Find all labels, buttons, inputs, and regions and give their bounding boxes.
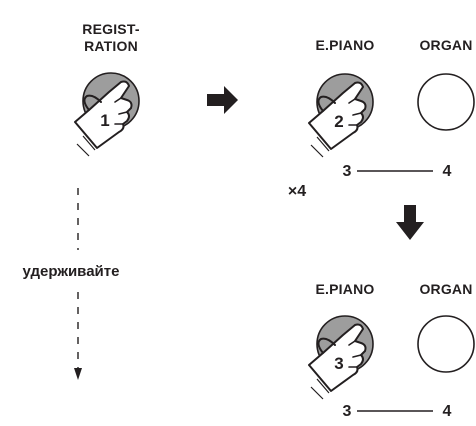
arrow-down-icon (396, 205, 424, 240)
step-number-1: 1 (100, 111, 109, 130)
pointing-hand-icon: 1 (74, 80, 133, 157)
pointing-hand-icon: 3 (308, 323, 367, 400)
bottom-button-pair: E.PIANO ORGAN 3 3 4 (308, 281, 475, 420)
repeat-count: ×4 (288, 183, 306, 200)
pointing-hand-icon: 2 (308, 81, 367, 158)
range-bottom-from: 3 (343, 403, 352, 420)
range-bottom-to: 4 (443, 403, 452, 420)
e-piano-label-top: E.PIANO (316, 37, 375, 53)
step-number-3: 3 (334, 354, 343, 373)
organ-button-bottom[interactable] (417, 315, 475, 373)
range-top-to: 4 (443, 163, 452, 180)
hold-label: удерживайте (23, 263, 120, 280)
step-number-2: 2 (334, 112, 343, 131)
organ-button-top[interactable] (417, 73, 475, 131)
organ-label-bottom: ORGAN (419, 281, 472, 297)
registration-label-line2: RATION (84, 38, 138, 54)
registration-label-line1: REGIST- (82, 21, 140, 37)
dashed-arrow-down-icon (74, 188, 82, 380)
e-piano-label-bottom: E.PIANO (316, 281, 375, 297)
range-top-from: 3 (343, 163, 352, 180)
arrow-right-icon (207, 86, 238, 114)
registration-group: REGIST- RATION 1 (74, 21, 140, 157)
organ-label-top: ORGAN (419, 37, 472, 53)
top-button-pair: E.PIANO ORGAN 2 3 4 ×4 (288, 37, 475, 200)
